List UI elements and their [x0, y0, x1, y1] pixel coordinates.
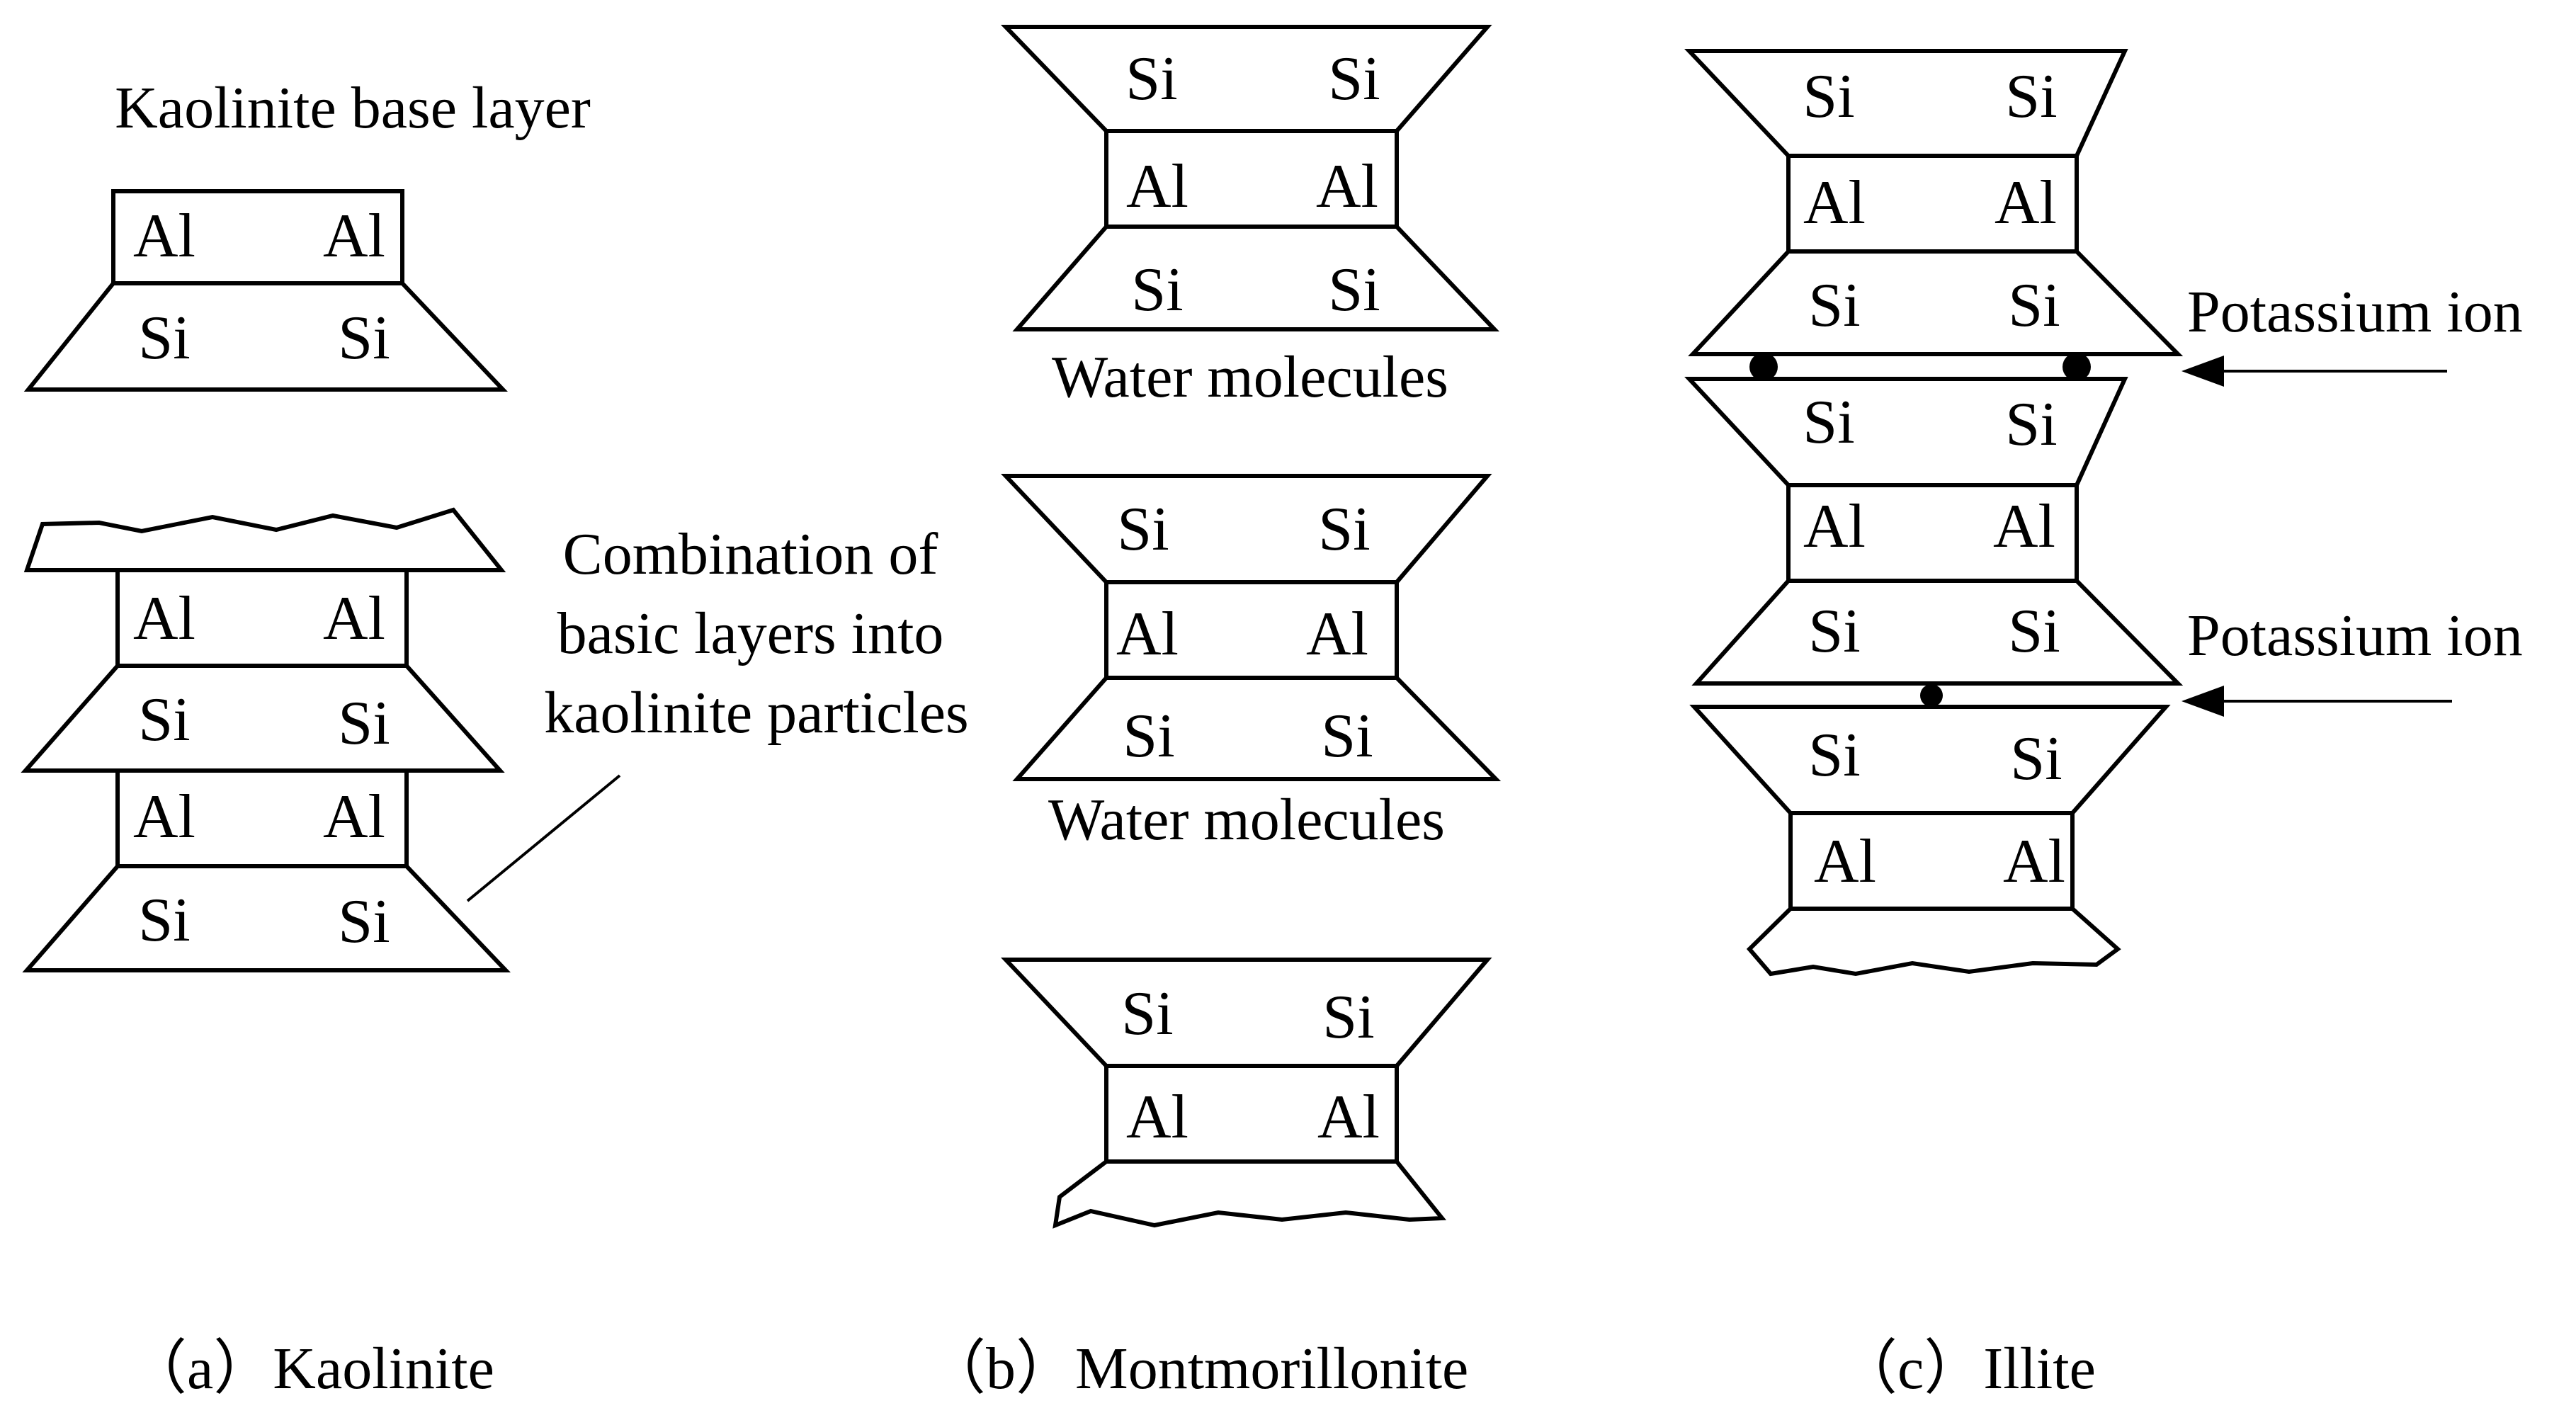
water-molecules-label: Water molecules [1048, 787, 1445, 853]
montmorillonite-broken-bottom-layer [1052, 1159, 1447, 1229]
si-label: Si [1121, 980, 1173, 1048]
si-label: Si [138, 686, 190, 754]
montmorillonite-si-layer [1001, 474, 1492, 584]
si-label: Si [338, 304, 390, 373]
kaolinite-base-al-layer [111, 189, 404, 285]
montmorillonite-si-layer [1012, 676, 1502, 781]
potassium-ion-label: Potassium ion [2187, 279, 2523, 345]
si-label: Si [1803, 62, 1854, 131]
al-label: Al [323, 783, 385, 851]
kaolinite-broken-top-layer [23, 507, 506, 572]
si-label: Si [1328, 45, 1380, 113]
illite-si-layer [1691, 579, 2184, 686]
si-label: Si [138, 304, 190, 373]
al-label: Al [1317, 1083, 1380, 1152]
si-label: Si [338, 689, 390, 758]
al-label: Al [133, 202, 195, 271]
illite-caption: （c）Illite [1838, 1336, 2096, 1402]
al-label: Al [1803, 492, 1866, 561]
al-label: Al [1126, 152, 1188, 221]
montmorillonite-si-layer [1000, 25, 1492, 133]
montmorillonite-caption: （b）Montmorillonite [926, 1336, 1468, 1402]
kaolinite-si-layer [21, 664, 505, 773]
al-label: Al [1993, 492, 2055, 561]
al-label: Al [1995, 169, 2057, 237]
si-label: Si [1808, 597, 1860, 666]
kaolinite-si-layer [22, 864, 511, 972]
illite-al-layer [1788, 811, 2075, 911]
illite-broken-bottom-layer [1746, 907, 2121, 977]
montmorillonite-al-layer [1104, 129, 1399, 229]
montmorillonite-si-layer [1012, 225, 1499, 331]
al-label: Al [2003, 827, 2065, 896]
potassium-ion-dot [1920, 684, 1943, 707]
illite-si-layer [1684, 377, 2128, 487]
al-label: Al [1803, 169, 1866, 237]
al-label: Al [323, 584, 385, 653]
al-label: Al [1116, 600, 1179, 669]
si-label: Si [1321, 702, 1373, 771]
kaolinite-base-layer-label: Kaolinite base layer [115, 75, 591, 141]
si-label: Si [1808, 271, 1860, 340]
si-label: Si [338, 887, 390, 956]
al-label: Al [133, 584, 195, 653]
si-label: Si [2005, 390, 2057, 459]
si-label: Si [1803, 388, 1854, 457]
potassium-ion-dot [2062, 353, 2091, 381]
si-label: Si [1318, 495, 1370, 564]
al-label: Al [1126, 1083, 1188, 1152]
si-label: Si [1808, 721, 1860, 790]
kaolinite-al-layer [115, 568, 409, 668]
montmorillonite-al-layer [1104, 1064, 1399, 1164]
kaolinite-panel: Kaolinite base layer Al Al Si Si Al Al S… [21, 75, 969, 1402]
potassium-ion-arrowhead [2181, 686, 2224, 717]
illite-panel: Si Si Al Al Si Si Si Si Al Al Si Si Si S… [1684, 49, 2523, 1402]
si-label: Si [1328, 256, 1380, 324]
illite-si-layer [1688, 249, 2184, 356]
combination-label: Combination of basic layers into kaolini… [544, 521, 968, 746]
si-label: Si [1131, 256, 1183, 324]
illite-si-layer [1684, 49, 2128, 158]
al-label: Al [133, 783, 195, 851]
combination-pointer-line [466, 774, 621, 902]
illite-si-layer [1689, 705, 2171, 815]
al-label: Al [1316, 152, 1378, 221]
kaolinite-base-si-layer [23, 281, 508, 392]
si-label: Si [1123, 702, 1174, 771]
kaolinite-caption: （a）Kaolinite [127, 1336, 494, 1402]
si-label: Si [1125, 45, 1177, 113]
water-molecules-label: Water molecules [1052, 344, 1448, 410]
potassium-ion-dot [1749, 353, 1778, 381]
al-label: Al [1814, 827, 1876, 896]
si-label: Si [2005, 62, 2057, 131]
si-label: Si [1322, 983, 1374, 1052]
montmorillonite-si-layer [1001, 958, 1492, 1068]
potassium-ion-arrowhead [2181, 356, 2224, 387]
al-label: Al [1306, 600, 1368, 669]
si-label: Si [2010, 725, 2062, 793]
si-label: Si [2008, 597, 2060, 666]
si-label: Si [1117, 495, 1169, 564]
potassium-ion-label: Potassium ion [2187, 603, 2523, 669]
al-label: Al [323, 202, 385, 271]
si-label: Si [138, 886, 190, 955]
si-label: Si [2008, 271, 2060, 340]
montmorillonite-panel: Si Si Al Al Si Si Water molecules Si Si … [926, 25, 1502, 1402]
